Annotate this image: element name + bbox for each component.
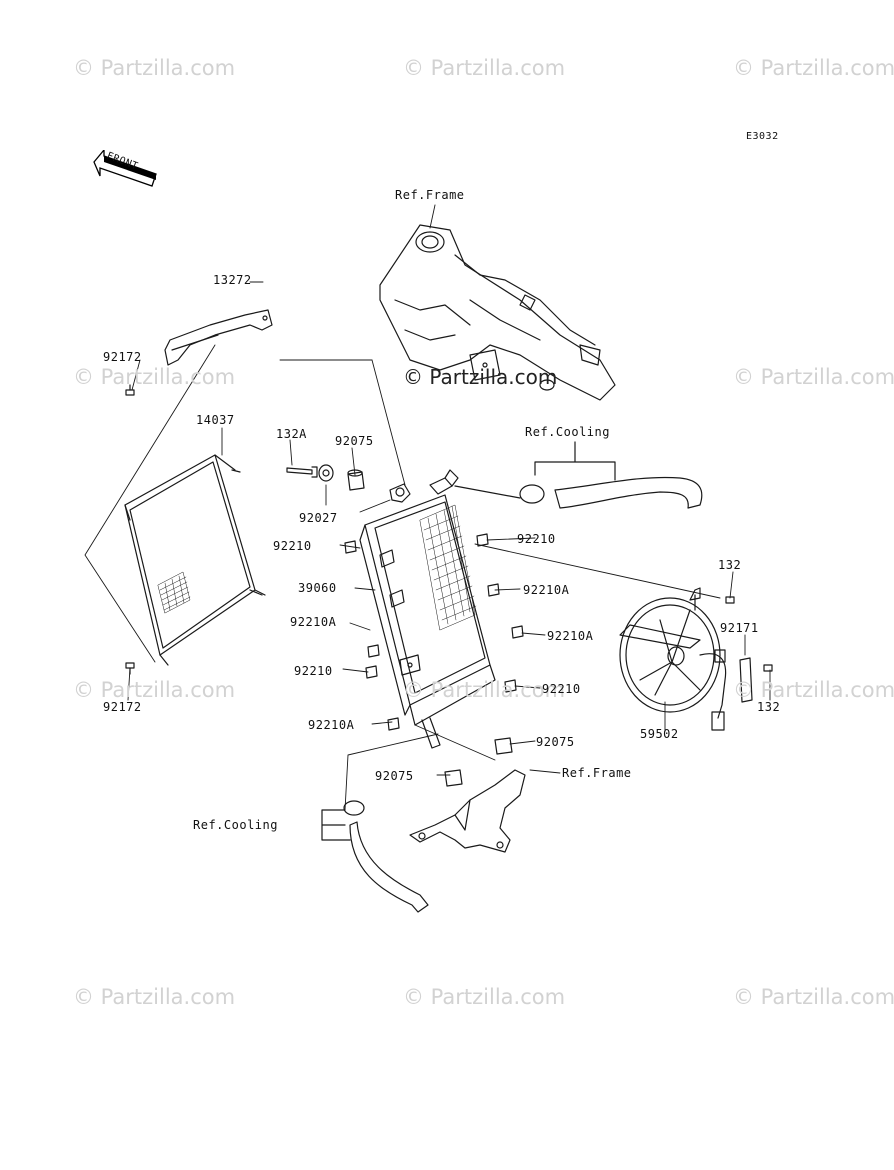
label-92171: 92171 xyxy=(720,621,759,635)
bolt-132A xyxy=(286,466,318,478)
label-14037: 14037 xyxy=(196,413,235,427)
bracket-13272 xyxy=(164,309,273,366)
grommet-92075-top xyxy=(347,469,365,491)
label-13272: 13272 xyxy=(213,273,252,287)
label-92075-top: 92075 xyxy=(335,434,374,448)
watermark: © Partzilla.com xyxy=(733,985,894,1009)
grille-14037 xyxy=(124,454,266,666)
leader-lines xyxy=(84,204,771,811)
clip-92210A-right-mid xyxy=(511,625,524,639)
bolt-132-bottom xyxy=(763,664,773,672)
washer-92027 xyxy=(318,464,334,482)
bolt-132-top xyxy=(725,596,735,604)
label-92075-left: 92075 xyxy=(375,769,414,783)
watermark: © Partzilla.com xyxy=(73,985,236,1009)
grommet-92075-left xyxy=(444,769,463,787)
watermark: © Partzilla.com xyxy=(733,678,894,702)
watermark: © Partzilla.com xyxy=(403,365,558,389)
label-92210-b: 92210 xyxy=(517,532,556,546)
label-ref-frame-top: Ref.Frame xyxy=(395,188,465,202)
watermark: © Partzilla.com xyxy=(73,365,236,389)
label-92027: 92027 xyxy=(299,511,338,525)
label-ref-cooling-upper: Ref.Cooling xyxy=(525,425,610,439)
clip-92210A-left-low xyxy=(387,717,400,731)
label-92210-a: 92210 xyxy=(273,539,312,553)
watermark: © Partzilla.com xyxy=(733,365,894,389)
grommet-92075-right xyxy=(494,737,513,755)
label-92210-c: 92210 xyxy=(294,664,333,678)
label-92210-d: 92210 xyxy=(542,682,581,696)
label-132-top: 132 xyxy=(718,558,742,572)
frame-part xyxy=(379,224,616,401)
label-39060: 39060 xyxy=(298,581,337,595)
label-ref-frame-lower: Ref.Frame xyxy=(562,766,632,780)
label-ref-cooling-lower: Ref.Cooling xyxy=(193,818,278,832)
label-132-bottom: 132 xyxy=(757,700,781,714)
label-92210A-c: 92210A xyxy=(547,629,594,643)
bolt-92172-bottom xyxy=(125,662,135,675)
label-92210A-a: 92210A xyxy=(523,583,570,597)
lower-hose xyxy=(321,800,429,913)
clip-92210-left-top xyxy=(344,540,357,554)
fan-59502 xyxy=(619,587,727,731)
label-132A: 132A xyxy=(276,427,307,441)
clip-92210A-right-upper xyxy=(487,583,500,597)
clip-92210-right-top xyxy=(476,533,489,547)
diagram-code: E3032 xyxy=(746,131,779,142)
label-92210A-b: 92210A xyxy=(290,615,337,629)
watermark: © Partzilla.com xyxy=(733,56,894,80)
lower-bracket xyxy=(409,769,526,853)
clip-92210-left-bottom xyxy=(365,665,378,679)
radiator-39060 xyxy=(359,469,496,749)
upper-hose xyxy=(454,441,703,509)
watermark: © Partzilla.com xyxy=(403,678,566,702)
bolt-92172-top xyxy=(125,384,135,396)
clip-92210-right-bottom xyxy=(504,679,517,693)
watermark: © Partzilla.com xyxy=(403,56,566,80)
watermark: © Partzilla.com xyxy=(403,985,566,1009)
front-arrow-icon: FRONT xyxy=(92,148,158,194)
label-92172-top: 92172 xyxy=(103,350,142,364)
label-92210A-d: 92210A xyxy=(308,718,355,732)
clip-92210A-left-mid xyxy=(367,644,380,658)
label-92172-bottom: 92172 xyxy=(103,700,142,714)
band-92171 xyxy=(739,657,753,703)
label-59502: 59502 xyxy=(640,727,679,741)
watermark: © Partzilla.com xyxy=(73,678,236,702)
label-92075-right: 92075 xyxy=(536,735,575,749)
watermark: © Partzilla.com xyxy=(73,56,236,80)
